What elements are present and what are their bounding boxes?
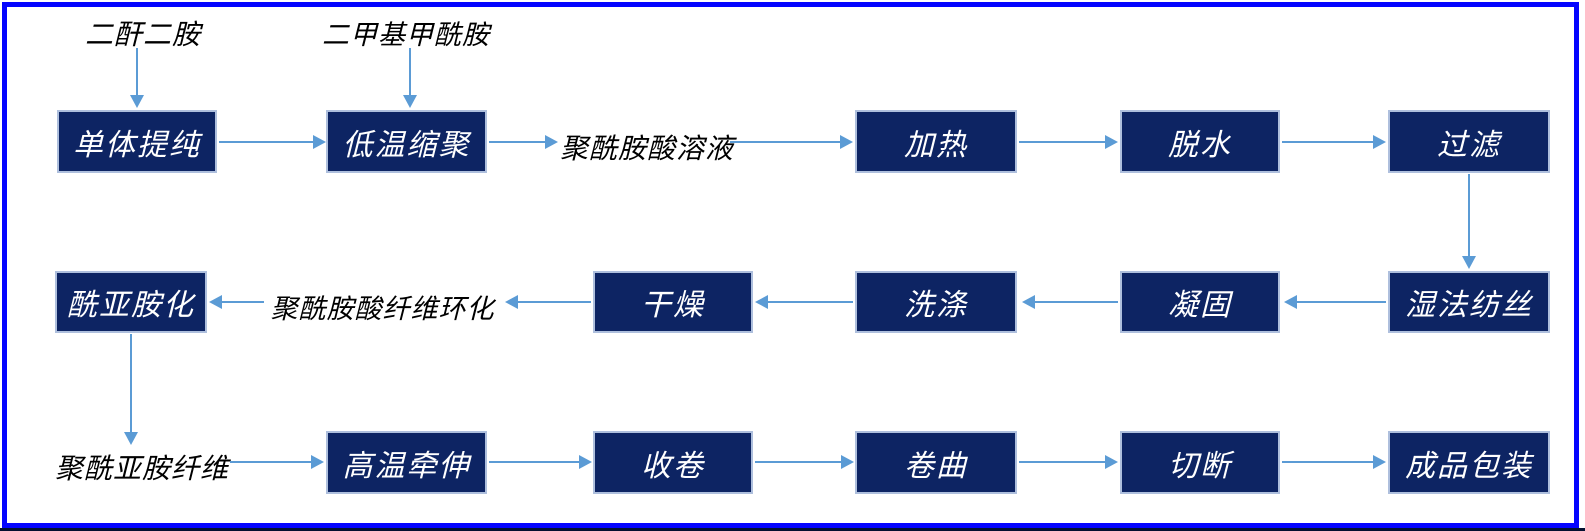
node-drying: 干燥 [593, 271, 753, 333]
arrow-dehydration-to-filtration [1282, 135, 1386, 149]
node-winding: 收卷 [593, 431, 753, 494]
node-heating: 加热 [855, 110, 1017, 173]
label-dianhydride-diamine: 二酐二胺 [84, 20, 201, 51]
arrow-wet-spinning-to-coagulation [1284, 295, 1386, 309]
label-polyimide-fiber: 聚酰亚胺纤维 [55, 454, 230, 485]
arrow-imidization-to-polyimide-fiber [124, 334, 138, 445]
node-washing: 洗涤 [855, 271, 1017, 333]
arrow-polycondensation-to-paa-solution [489, 135, 558, 149]
arrow-crimping-to-cutting [1019, 455, 1118, 469]
node-dehydration: 脱水 [1120, 110, 1280, 173]
arrow-coagulation-to-washing [1022, 295, 1118, 309]
arrow-paa-solution-to-heating [730, 135, 853, 149]
node-low-temp-polycondensation: 低温缩聚 [326, 110, 487, 173]
node-coagulation: 凝固 [1120, 271, 1280, 333]
bottom-edge-strip [0, 528, 1585, 531]
arrow-dianhydride-to-purification [130, 48, 144, 108]
arrow-polyimide-fiber-to-drawing [230, 455, 324, 469]
label-paa-fiber-cyclization: 聚酰胺酸纤维环化 [270, 294, 495, 324]
arrow-purification-to-polycondensation [219, 135, 326, 149]
node-packaging: 成品包装 [1388, 431, 1550, 494]
node-monomer-purification: 单体提纯 [57, 110, 217, 173]
arrow-cutting-to-packaging [1282, 455, 1386, 469]
label-paa-solution: 聚酰胺酸溶液 [560, 134, 735, 165]
arrow-winding-to-crimping [755, 455, 854, 469]
label-dmf: 二甲基甲酰胺 [322, 20, 490, 50]
arrow-heating-to-dehydration [1019, 135, 1118, 149]
node-cutting: 切断 [1120, 431, 1280, 494]
node-high-temp-drawing: 高温牵伸 [326, 431, 487, 494]
node-wet-spinning: 湿法纺丝 [1388, 271, 1550, 333]
node-filtration: 过滤 [1388, 110, 1550, 173]
node-imidization: 酰亚胺化 [55, 271, 207, 333]
arrow-drying-to-cyclization [505, 295, 591, 309]
node-crimping: 卷曲 [855, 431, 1017, 494]
arrow-dmf-to-polycondensation [403, 48, 417, 108]
arrow-washing-to-drying [755, 295, 853, 309]
arrow-cyclization-to-imidization [209, 295, 264, 309]
arrow-drawing-to-winding [489, 455, 592, 469]
arrow-filtration-to-wet-spinning [1462, 174, 1476, 269]
